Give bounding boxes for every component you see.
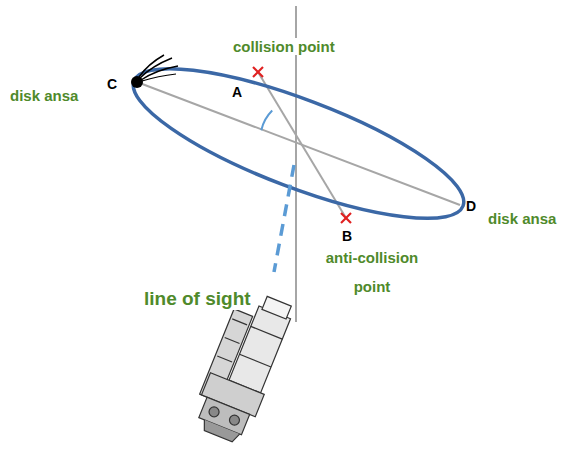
anti-collision-mark bbox=[341, 213, 351, 223]
comet bbox=[131, 55, 178, 88]
line-of-sight bbox=[274, 165, 294, 272]
collision-mark bbox=[253, 67, 263, 77]
ansa-line bbox=[137, 82, 460, 205]
point-letter: D bbox=[466, 198, 476, 214]
ansa-label: disk ansa bbox=[486, 210, 558, 227]
point-letter: C bbox=[107, 76, 117, 92]
disk-ellipse bbox=[118, 40, 478, 247]
ansa-label: disk ansa bbox=[8, 87, 80, 104]
sight-label: line of sight bbox=[142, 288, 253, 310]
angle-arc bbox=[261, 111, 272, 131]
collision-line bbox=[258, 72, 346, 218]
point-label: collision point bbox=[231, 38, 337, 55]
point-letter: A bbox=[232, 84, 242, 100]
point-label: anti-collision point bbox=[304, 244, 440, 301]
point-letter: B bbox=[342, 228, 352, 244]
telescope bbox=[188, 287, 299, 447]
